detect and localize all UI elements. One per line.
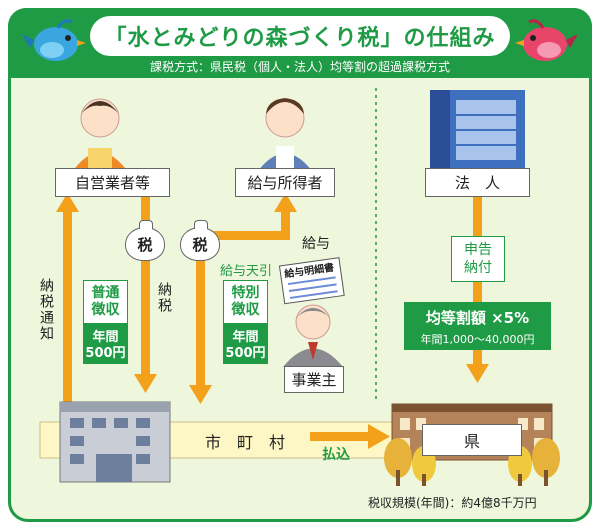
special-method-label: 特別 徴収 bbox=[223, 280, 268, 324]
special-collection-block: 特別 徴収 年間 500円 bbox=[223, 280, 268, 364]
ordinary-collection-block: 普通 徴収 年間 500円 bbox=[83, 280, 128, 364]
salary-label: 給与 bbox=[302, 236, 330, 252]
salary-arrowhead bbox=[274, 193, 297, 212]
transfer-label: 払込 bbox=[322, 447, 350, 463]
corporate-range: 年間1,000〜40,000円 bbox=[420, 333, 535, 346]
corporate-rate: 均等割額 ×5% bbox=[425, 309, 530, 327]
withholding-label: 給与天引 bbox=[220, 264, 273, 279]
corporate-building-icon bbox=[430, 90, 525, 170]
salaried-person-icon bbox=[255, 98, 315, 175]
corporate-filing-label: 申告 納付 bbox=[451, 236, 505, 282]
tax-bag-special-icon: 税 bbox=[180, 220, 220, 261]
transfer-arrow-shaft bbox=[310, 432, 370, 441]
payslip-icon bbox=[278, 257, 345, 305]
self-employed-person-icon bbox=[70, 98, 130, 176]
tax-payment-arrow-shaft bbox=[141, 197, 150, 377]
ordinary-method-label: 普通 徴収 bbox=[83, 280, 128, 324]
tax-payment-arrowhead bbox=[134, 374, 157, 393]
tax-bag-ordinary-icon: 税 bbox=[125, 220, 165, 261]
special-annual-amount: 年間 500円 bbox=[225, 330, 266, 361]
transfer-arrowhead bbox=[368, 424, 390, 449]
withholding-link bbox=[205, 231, 285, 240]
employer-person-icon bbox=[283, 304, 343, 367]
salaried-box: 給与所得者 bbox=[235, 168, 335, 197]
corporate-arrow-shaft bbox=[473, 197, 482, 367]
prefecture-box: 県 bbox=[422, 424, 522, 456]
tax-notice-arrow-shaft bbox=[63, 208, 72, 426]
page-title: 「水とみどりの森づくり税」の仕組み bbox=[90, 16, 510, 56]
self-employed-box: 自営業者等 bbox=[55, 168, 170, 197]
salary-arrow-shaft bbox=[281, 207, 290, 240]
tax-notice-arrowhead bbox=[56, 193, 79, 212]
ordinary-annual-amount: 年間 500円 bbox=[85, 330, 126, 361]
corporate-rate-block: 均等割額 ×5% 年間1,000〜40,000円 bbox=[404, 302, 551, 350]
municipality-label: 市 町 村 bbox=[204, 433, 285, 452]
tax-payment-label: 納税 bbox=[156, 282, 172, 314]
corporation-box: 法 人 bbox=[425, 168, 530, 197]
employer-box: 事業主 bbox=[284, 366, 344, 393]
municipal-building-icon bbox=[59, 401, 171, 483]
tax-notice-label: 納税通知 bbox=[38, 278, 54, 342]
page-subtitle: 課税方式：県民税（個人・法人）均等割の超過課税方式 bbox=[149, 60, 450, 74]
blue-bird-icon bbox=[22, 19, 86, 61]
revenue-scale: 税収規模(年間)：約4億8千万円 bbox=[368, 496, 537, 510]
special-collection-arrow-shaft bbox=[196, 238, 205, 388]
special-collection-arrowhead bbox=[189, 385, 212, 404]
pink-bird-icon bbox=[515, 19, 578, 61]
corporate-arrowhead bbox=[466, 364, 489, 383]
